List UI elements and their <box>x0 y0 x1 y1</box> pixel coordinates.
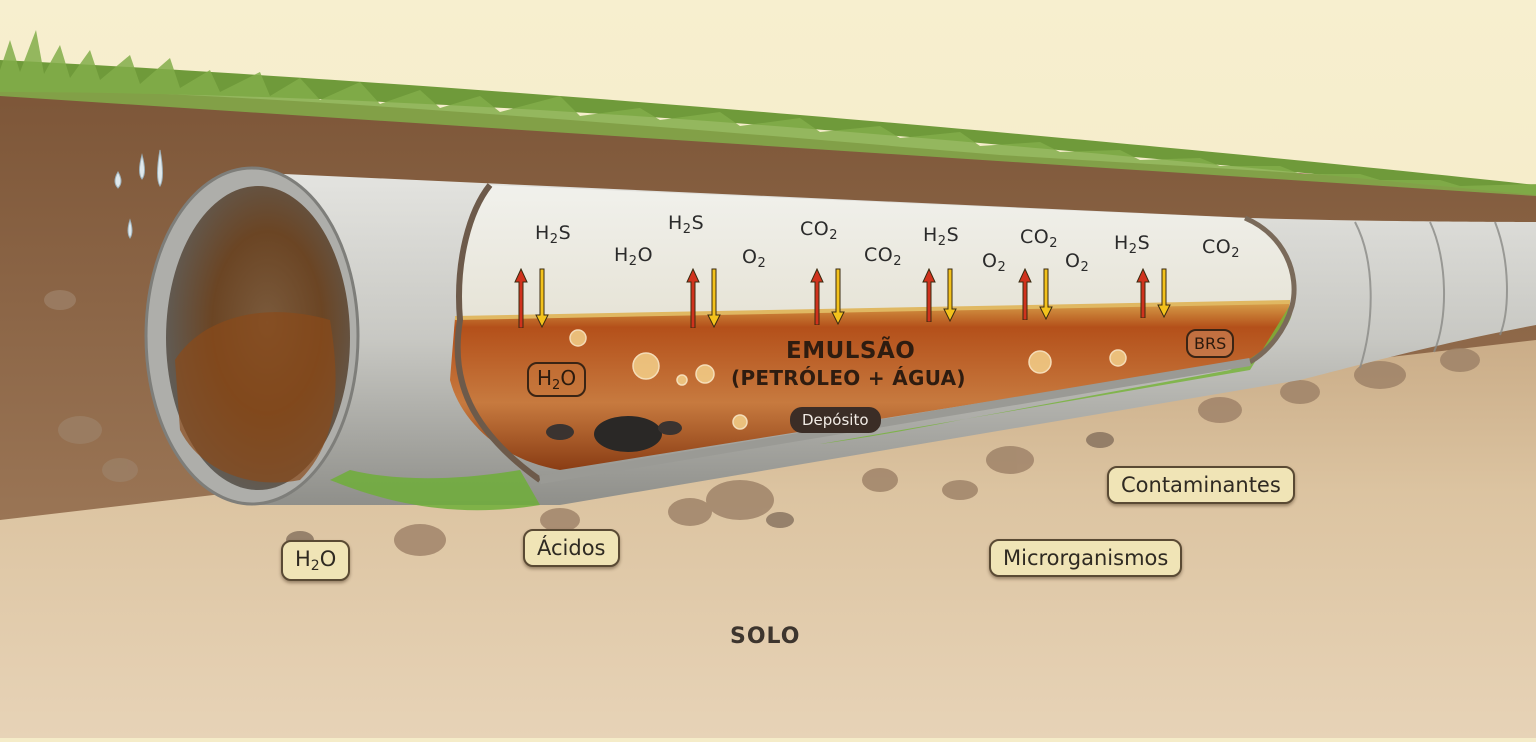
emulsion-subtitle: (PETRÓLEO + ÁGUA) <box>731 366 966 390</box>
soil-title: SOLO <box>730 624 801 649</box>
gas-base: H <box>614 244 629 266</box>
gas-base: H <box>1114 232 1129 254</box>
gas-label: O2 <box>982 250 1006 275</box>
gas-base: H <box>668 212 683 234</box>
gas-subscript: 2 <box>1049 236 1059 251</box>
gas-base: H <box>923 224 938 246</box>
soil-water-label: H2O <box>281 540 351 581</box>
arrow-down-icon <box>943 268 957 322</box>
contaminants-label: Contaminantes <box>1107 466 1295 504</box>
water-tag-sub: 2 <box>552 378 561 393</box>
gas-tail: S <box>1137 232 1151 254</box>
acids-label: Ácidos <box>523 529 620 567</box>
gas-label: CO2 <box>1202 236 1240 261</box>
gas-tail: S <box>946 224 960 246</box>
gas-base: CO <box>1020 226 1050 248</box>
water-tag-base: H <box>537 366 553 390</box>
gas-base: H <box>535 222 550 244</box>
arrow-down-icon <box>1157 268 1171 318</box>
microorganisms-label: Microrganismos <box>989 539 1183 577</box>
gas-label: H2S <box>923 224 959 249</box>
gas-subscript: 2 <box>829 228 839 243</box>
soil-water-base: H <box>295 547 311 571</box>
gas-subscript: 2 <box>628 254 638 269</box>
emulsion-title: EMULSÃO <box>786 338 916 364</box>
arrow-up-icon <box>686 268 700 328</box>
brs-tag: BRS <box>1186 329 1235 358</box>
gas-label: O2 <box>1065 250 1089 275</box>
water-tag-tail: O <box>560 366 577 390</box>
gas-subscript: 2 <box>757 256 767 271</box>
gas-label: H2S <box>535 222 571 247</box>
gas-tail: S <box>691 212 705 234</box>
gas-tail: S <box>558 222 572 244</box>
soil-water-tail: O <box>319 547 337 571</box>
gas-subscript: 2 <box>893 254 903 269</box>
gas-label: CO2 <box>800 218 838 243</box>
gas-label: H2O <box>614 244 653 269</box>
gas-base: O <box>982 250 998 272</box>
gas-subscript: 2 <box>1128 242 1138 257</box>
gas-label: H2S <box>1114 232 1150 257</box>
arrow-down-icon <box>707 268 721 328</box>
gas-subscript: 2 <box>1231 246 1241 261</box>
gas-label: O2 <box>742 246 766 271</box>
arrow-up-icon <box>810 268 824 325</box>
gas-tail: O <box>637 244 654 266</box>
gas-subscript: 2 <box>1080 260 1090 275</box>
arrow-down-icon <box>1039 268 1053 320</box>
arrow-up-icon <box>1018 268 1032 320</box>
arrow-up-icon <box>514 268 528 328</box>
gas-label: CO2 <box>1020 226 1058 251</box>
inner-water-tag: H2O <box>527 362 587 397</box>
arrow-down-icon <box>831 268 845 325</box>
arrow-down-icon <box>535 268 549 328</box>
soil-water-sub: 2 <box>310 558 320 574</box>
gas-base: CO <box>864 244 894 266</box>
arrow-up-icon <box>922 268 936 322</box>
gas-subscript: 2 <box>997 260 1007 275</box>
gas-base: CO <box>800 218 830 240</box>
gas-base: CO <box>1202 236 1232 258</box>
gas-label: H2S <box>668 212 704 237</box>
gas-subscript: 2 <box>937 234 947 249</box>
gas-subscript: 2 <box>682 222 692 237</box>
gas-label: CO2 <box>864 244 902 269</box>
gas-base: O <box>742 246 758 268</box>
arrow-up-icon <box>1136 268 1150 318</box>
gas-base: O <box>1065 250 1081 272</box>
deposit-tag: Depósito <box>790 407 881 433</box>
gas-subscript: 2 <box>549 232 559 247</box>
